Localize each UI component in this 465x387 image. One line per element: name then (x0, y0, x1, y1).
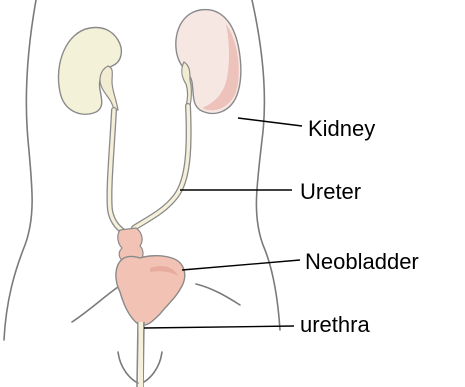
groin-right-crease (196, 284, 240, 305)
left-ureter-inner (109, 110, 124, 232)
urethra-tube (137, 322, 144, 387)
right-ureter-inner (134, 106, 189, 228)
ureters (109, 106, 188, 232)
neobladder-label: Neobladder (305, 249, 419, 274)
left-renal-pelvis (100, 66, 118, 110)
urethra-label: urethra (300, 312, 370, 337)
urethra-fill (139, 322, 144, 387)
neobladder-leader-line (182, 260, 300, 270)
left-kidney (58, 28, 121, 115)
urethra-leader-line (144, 326, 294, 328)
groin-left-crease (72, 287, 118, 322)
kidney-leader-line (238, 118, 302, 126)
kidney-label: Kidney (308, 116, 375, 141)
neobladder (116, 256, 185, 326)
torso-left-contour (4, 0, 36, 340)
right-kidney (176, 10, 241, 114)
torso-right-contour (252, 0, 280, 330)
neobladder-shape (116, 256, 185, 326)
ureter-label: Ureter (300, 179, 361, 204)
